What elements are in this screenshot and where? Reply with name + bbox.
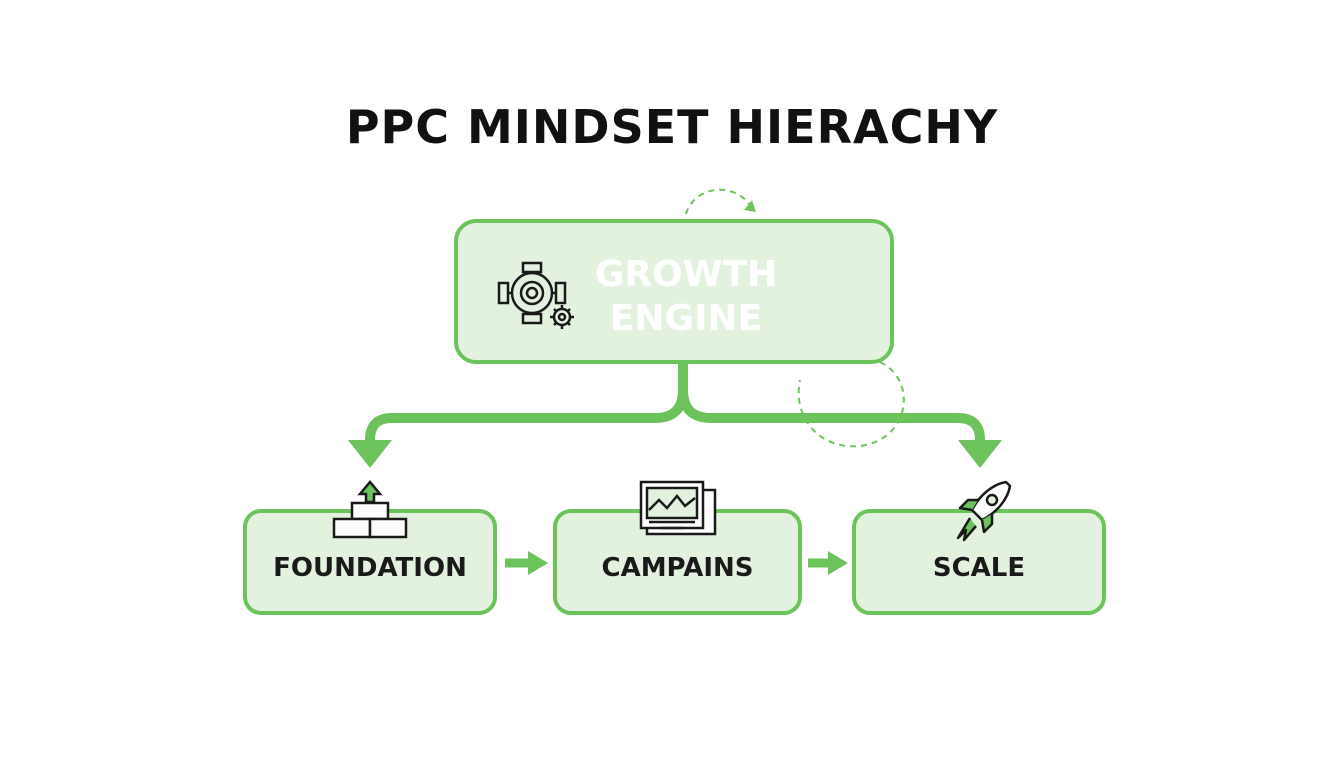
building-blocks-up-arrow-icon xyxy=(332,480,408,539)
arrowhead-right xyxy=(958,440,1002,468)
arrowhead-left xyxy=(348,440,392,468)
growth-engine-label-line2: ENGINE xyxy=(609,298,763,339)
arrow-campains-to-scale-head xyxy=(828,551,848,575)
rocket-icon xyxy=(956,480,1012,542)
arrow-foundation-to-campains-head xyxy=(528,551,548,575)
campains-label: CAMPAINS xyxy=(601,553,754,583)
monitor-chart-icon xyxy=(639,480,717,536)
dashed-arrowhead-top xyxy=(744,200,756,212)
foundation-label: FOUNDATION xyxy=(273,553,467,583)
growth-engine-label: GROWTH ENGINE xyxy=(586,253,786,341)
dashed-cycle-arrow-right xyxy=(797,361,905,448)
growth-engine-label-line1: GROWTH xyxy=(594,254,778,295)
growth-engine-box: GROWTH ENGINE xyxy=(454,219,894,364)
branch-connector-right xyxy=(678,389,985,450)
scale-box: SCALE xyxy=(852,509,1106,615)
engine-gear-icon xyxy=(497,261,574,329)
dashed-cycle-arrow-top xyxy=(685,188,753,215)
page-title: PPC MINDSET HIERACHY xyxy=(345,100,999,154)
scale-label: SCALE xyxy=(932,553,1026,583)
branch-connector xyxy=(365,364,688,450)
